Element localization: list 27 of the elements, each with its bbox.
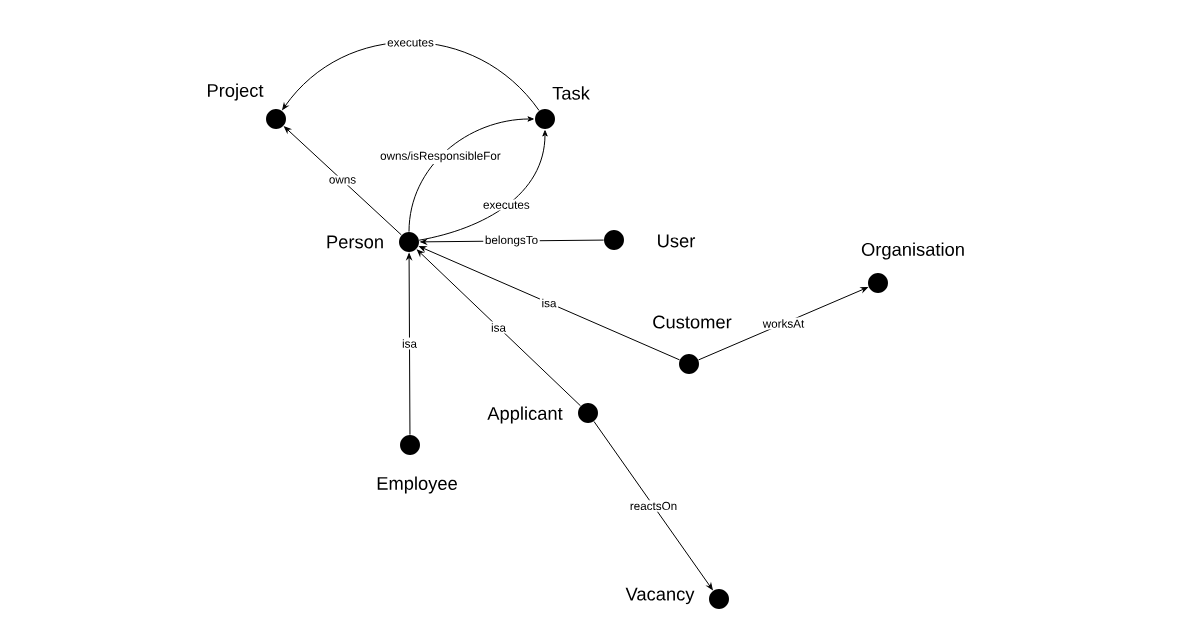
arrow [406, 253, 412, 436]
edge-label: executes [481, 199, 532, 211]
node-label: User [658, 234, 696, 248]
node-label: Employee [377, 476, 457, 494]
edge-label: reactsOn [628, 500, 679, 512]
arrow [284, 126, 402, 236]
edge-label: isa [539, 297, 559, 309]
node-label: Vacancy [625, 587, 695, 605]
node-label: Task [552, 86, 590, 100]
node-label: Person [327, 235, 383, 249]
edge-label: owns [327, 175, 358, 186]
arrow [419, 246, 681, 361]
node-label: Applicant [487, 406, 563, 424]
edge-label: isa [400, 337, 419, 350]
edge-label: worksAt [761, 317, 806, 330]
edge-label: executes [385, 37, 436, 49]
edge-label: owns/isResponsibleFor [378, 149, 503, 164]
arrow [416, 249, 582, 407]
node-label: Organisation [861, 242, 964, 260]
arrow [418, 130, 548, 241]
arrow [408, 116, 534, 233]
arrow [593, 420, 713, 590]
node-label: Customer [653, 315, 732, 329]
arrow [698, 287, 868, 361]
edge-label: belongsTo [483, 233, 540, 249]
node-label: Project [208, 83, 264, 101]
edge-label: isa [489, 321, 508, 334]
